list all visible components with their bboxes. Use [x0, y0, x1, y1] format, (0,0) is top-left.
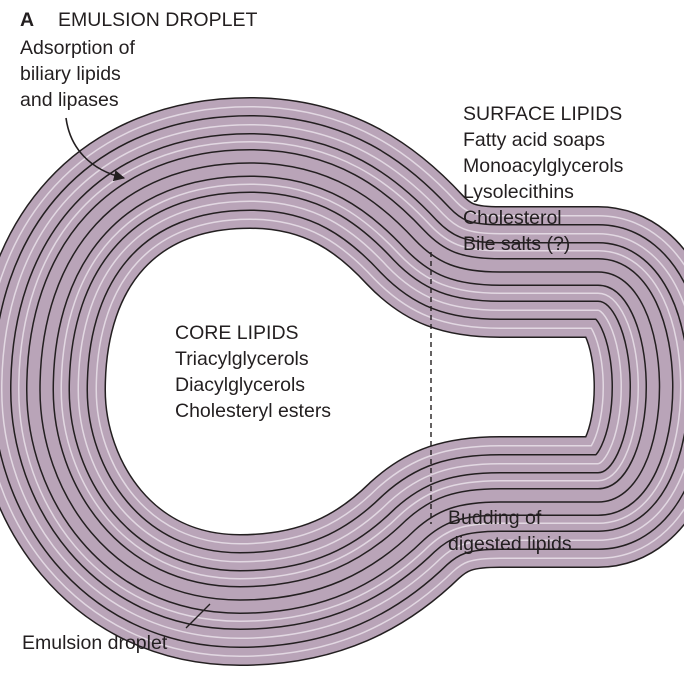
- surface-lipid-item: Bile salts (?): [463, 233, 570, 255]
- adsorption-arrow: [65, 117, 126, 182]
- budding-note-line-2: digested lipids: [448, 533, 572, 555]
- core-lipid-item: Diacylglycerols: [175, 374, 305, 396]
- surface-lipid-item: Cholesterol: [463, 207, 562, 229]
- panel-letter: A: [20, 9, 34, 31]
- droplet-label: Emulsion droplet: [22, 632, 168, 654]
- surface-lipids-heading: SURFACE LIPIDS: [463, 103, 622, 125]
- adsorption-note-line-1: Adsorption of: [20, 37, 135, 59]
- core-lipids-heading: CORE LIPIDS: [175, 322, 299, 344]
- budding-note-line-1: Budding of: [448, 507, 542, 529]
- surface-lipid-item: Lysolecithins: [463, 181, 574, 203]
- surface-lipid-item: Monoacylglycerols: [463, 155, 624, 177]
- surface-lipid-item: Fatty acid soaps: [463, 129, 605, 151]
- panel-title: EMULSION DROPLET: [58, 9, 257, 31]
- droplet-leader-line: [185, 603, 211, 629]
- adsorption-note-line-3: and lipases: [20, 89, 119, 111]
- core-lipid-item: Triacylglycerols: [175, 348, 309, 370]
- adsorption-note-line-2: biliary lipids: [20, 63, 121, 85]
- core-lipid-item: Cholesteryl esters: [175, 400, 331, 422]
